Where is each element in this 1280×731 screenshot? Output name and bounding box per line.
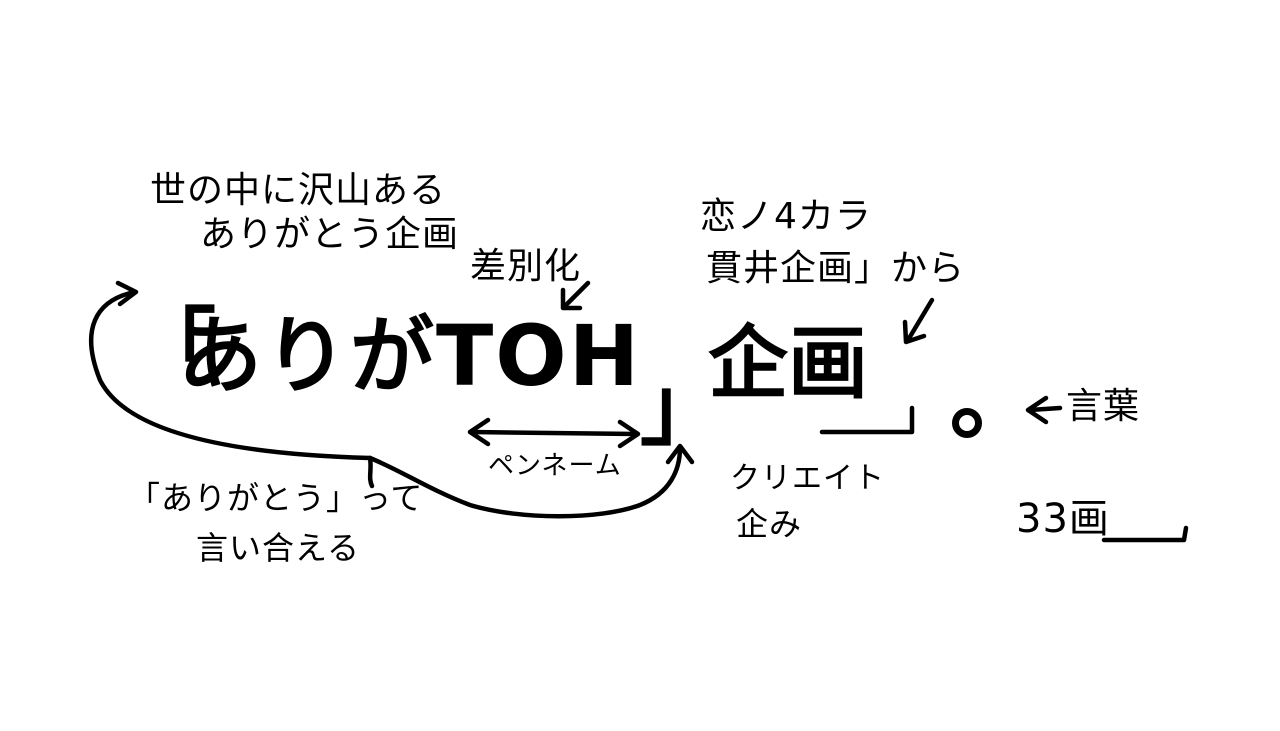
note-strokes: 33画 — [1016, 496, 1110, 542]
loop-arrowhead-icon — [115, 280, 139, 307]
note-differentiation: 差別化 — [470, 246, 582, 287]
kikaku-underline-icon — [819, 405, 915, 435]
note-kotoba: 言葉 — [1066, 386, 1141, 427]
brace-arrowhead-icon — [665, 443, 695, 465]
strokes-underline-icon — [1101, 525, 1189, 543]
koi14-arrow-icon — [905, 297, 935, 343]
arigatoh-title: ありがTOH — [178, 307, 642, 405]
note-koi14-line1: 恋ノ4カラ — [700, 196, 872, 237]
curly-brace-icon — [367, 445, 683, 519]
pen-name-line-icon — [469, 429, 639, 437]
note-create: クリエイト — [730, 461, 885, 496]
note-many-projects-line2: ありがとう企画 — [200, 214, 460, 255]
open-bracket: 「 — [132, 299, 219, 397]
kotoba-arrowhead-icon — [1025, 395, 1049, 425]
note-kuwadate: 企み — [736, 505, 803, 543]
note-say-thanks-line1: 「ありがとう」って — [128, 479, 424, 517]
close-bracket: 」 — [640, 359, 727, 457]
pen-name-right-head-icon — [617, 419, 641, 449]
brace-tip-icon — [367, 455, 375, 489]
note-many-projects-line1: 世の中に沢山ある — [150, 170, 447, 211]
note-pen-name: ペンネーム — [488, 451, 622, 481]
differentiation-arrowhead-icon — [560, 287, 583, 311]
pen-name-left-head-icon — [467, 417, 491, 447]
differentiation-arrow-icon — [562, 280, 591, 309]
loop-arrow-icon — [89, 289, 373, 461]
koi14-arrowhead-icon — [902, 319, 927, 345]
kotoba-arrow-line-icon — [1027, 405, 1063, 413]
kikaku-title: 企画 — [708, 317, 868, 410]
note-say-thanks-line2: 言い合える — [196, 529, 361, 567]
circle-period-icon — [952, 408, 982, 438]
note-koi14-line2: 貫井企画」から — [706, 248, 966, 289]
